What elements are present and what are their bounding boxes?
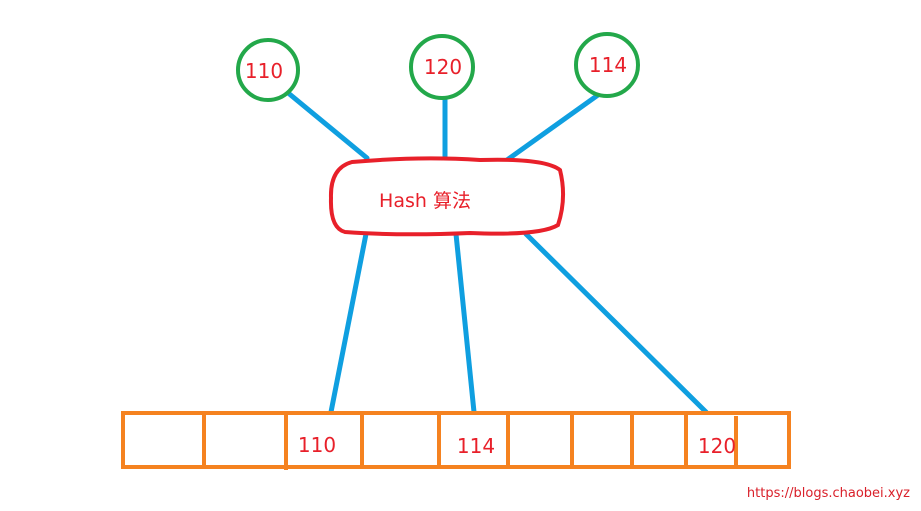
connector-slot-110 (328, 231, 369, 415)
connector-key-110 (284, 89, 370, 161)
hash-box-label: Hash 算法 (379, 190, 471, 212)
key-label: 110 (245, 59, 283, 83)
hash-box-outline (328, 156, 565, 237)
key-node: 110 (236, 38, 300, 102)
key-node: 114 (574, 32, 640, 98)
connector-slot-114 (453, 231, 477, 415)
key-circle (236, 38, 300, 102)
key-circle (409, 34, 475, 100)
key-node: 120 (409, 34, 475, 100)
bucket-label: 120 (698, 434, 736, 458)
key-nodes: 110 120 114 (236, 32, 640, 102)
bucket-array-outline (121, 411, 791, 469)
bucket-array: 110 114 120 (121, 411, 791, 470)
connector-slot-120 (523, 231, 709, 415)
bucket-label: 110 (298, 433, 336, 457)
key-label: 114 (589, 53, 627, 77)
input-connectors (284, 89, 601, 163)
hash-function-box: Hash 算法 (328, 156, 565, 237)
watermark-url: https://blogs.chaobei.xyz (747, 486, 910, 501)
connector-key-114 (504, 92, 601, 163)
key-circle (574, 32, 640, 98)
output-connectors (328, 231, 709, 415)
key-label: 120 (424, 55, 462, 79)
bucket-label: 114 (457, 434, 495, 458)
